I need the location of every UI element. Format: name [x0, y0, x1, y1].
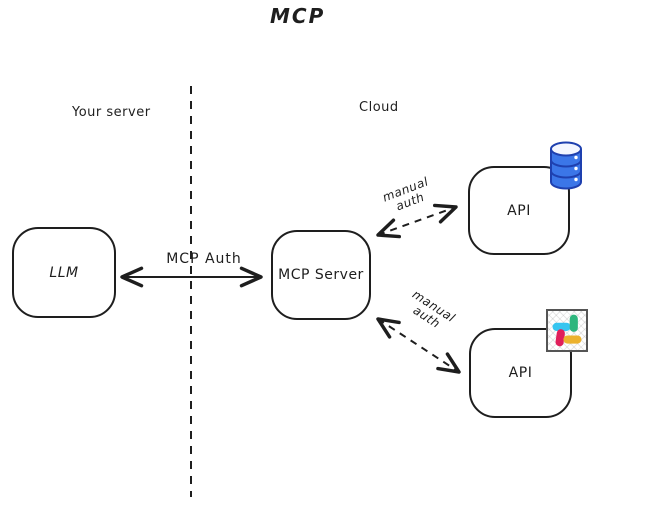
edge-label-manual-auth-bottom: manual auth	[393, 281, 468, 342]
node-mcp-server: MCP Server	[271, 230, 371, 320]
node-llm-label: LLM	[49, 264, 79, 281]
slack-icon-frame	[546, 309, 588, 352]
node-api-slack: API	[469, 328, 572, 418]
database-icon	[550, 141, 582, 190]
slack-icon	[552, 314, 582, 347]
diagram-title: MCP	[270, 4, 326, 28]
zone-label-your-server: Your server	[72, 105, 151, 120]
node-mcp-server-label: MCP Server	[278, 267, 364, 283]
edge-label-manual-auth-top: manual auth	[370, 171, 447, 221]
zone-label-cloud: Cloud	[359, 100, 399, 115]
node-api-database-label: API	[507, 202, 531, 219]
node-llm: LLM	[12, 227, 116, 318]
edge-label-mcp-auth: MCP Auth	[166, 251, 242, 267]
node-api-slack-label: API	[508, 365, 533, 381]
